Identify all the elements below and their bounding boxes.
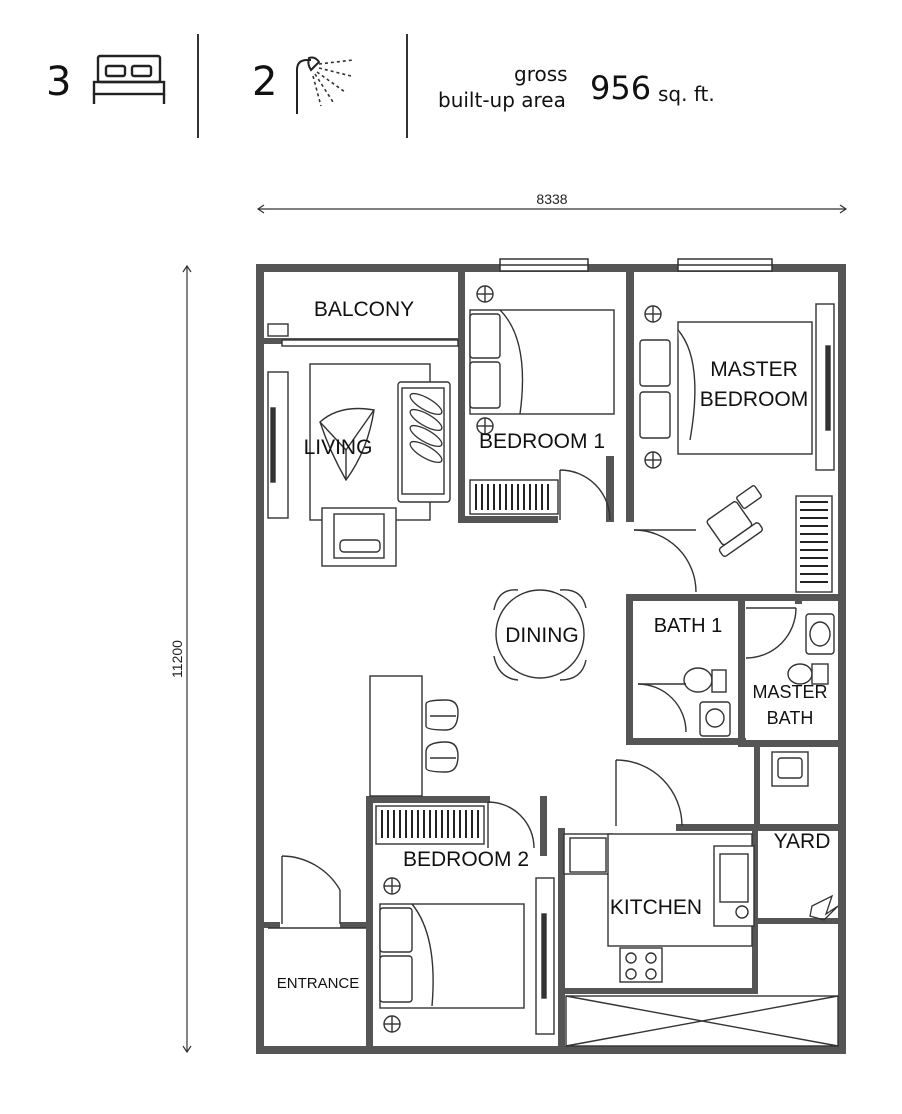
room-label-bath1: BATH 1 (654, 615, 723, 637)
bed-icon (92, 54, 166, 104)
bathroom-count: 2 (252, 59, 278, 105)
room-label-yard: YARD (774, 830, 831, 853)
bar-counter (369, 675, 459, 797)
dining-set (493, 589, 587, 681)
bedroom2-furniture (375, 805, 555, 1035)
room-label-master-bedroom: BEDROOM (700, 388, 809, 411)
area-label-built-up: built-up area (438, 88, 566, 112)
bedroom1-furniture (469, 285, 615, 515)
door (637, 683, 687, 733)
area-label-gross: gross (514, 62, 568, 86)
room-label-kitchen: KITCHEN (610, 896, 702, 919)
tv-console (267, 371, 289, 519)
door (487, 801, 535, 849)
room-label-balcony: BALCONY (314, 298, 414, 321)
bedroom-count: 3 (46, 59, 72, 105)
room-label-dining: DINING (505, 624, 579, 647)
plant (809, 894, 839, 921)
room-label-entrance: ENTRANCE (277, 975, 360, 992)
door (559, 469, 611, 521)
area-value: 956 (590, 69, 652, 107)
dimension-width-label: 8338 (536, 191, 567, 207)
bath1-fixtures (683, 667, 731, 737)
dimension-height (182, 264, 192, 1054)
room-label-master-bedroom: MASTER (710, 358, 798, 381)
room-label-bedroom2: BEDROOM 2 (403, 848, 529, 871)
interior-walls (264, 272, 846, 1054)
header-divider (197, 34, 199, 138)
area-unit: sq. ft. (658, 82, 715, 106)
room-label-master-bath: MASTER (752, 682, 827, 702)
dimension-width (256, 204, 848, 214)
door (615, 759, 683, 827)
room-label-bedroom1: BEDROOM 1 (479, 430, 605, 453)
room-label-master-bath: BATH (767, 708, 814, 728)
shower-icon (296, 56, 354, 114)
entrance-door (268, 855, 366, 929)
dimension-height-label: 11200 (169, 640, 185, 678)
washing-machine (771, 751, 809, 787)
header-divider (406, 34, 408, 138)
door (633, 529, 697, 593)
kitchen-fixtures (563, 833, 839, 1047)
living-furniture (309, 363, 451, 567)
master-bedroom-furniture (639, 303, 835, 593)
door (745, 607, 797, 659)
room-label-living: LIVING (304, 436, 373, 459)
master-bath-fixtures (787, 613, 835, 685)
window (499, 258, 773, 272)
